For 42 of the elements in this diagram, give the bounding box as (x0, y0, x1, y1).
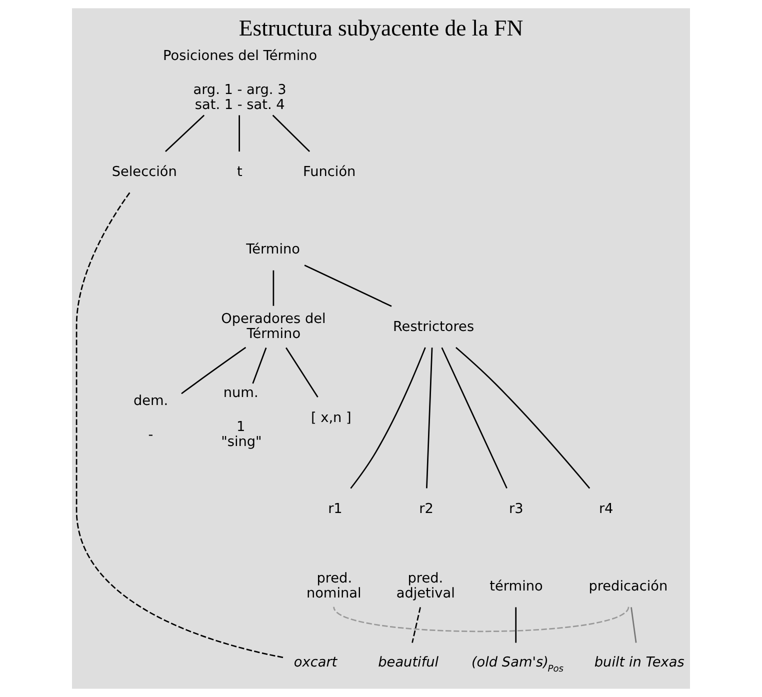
connector (456, 347, 590, 489)
node-text: Posiciones del Término arg. 1 - arg. 3 sat. 1 - sat. 4 (163, 48, 318, 114)
node-text: Operadores del Término (221, 311, 326, 342)
connector (412, 607, 421, 643)
connector (333, 606, 630, 632)
connector (286, 347, 318, 398)
node-text: r1 (328, 501, 342, 518)
node-text: Término (246, 242, 300, 258)
node-text: dem. (133, 392, 168, 409)
node-text: término (490, 578, 543, 594)
connector (350, 347, 426, 489)
node-text: t (237, 164, 242, 180)
node-label: 1 "sing" (221, 419, 262, 450)
connector (304, 264, 392, 307)
node-text: pred. nominal (306, 570, 362, 602)
connector (441, 347, 508, 489)
node-text: oxcart (294, 654, 338, 671)
node-text: pred. adjetival (396, 570, 455, 602)
node-text: r4 (598, 501, 614, 518)
node-text: Función (303, 164, 356, 180)
node-text: r2 (419, 501, 434, 518)
connector (426, 348, 433, 488)
connector (272, 270, 274, 306)
connector (181, 346, 246, 394)
node-text: built in Texas (594, 654, 684, 671)
node-text: num. (223, 384, 258, 401)
node-text: [ x,n ] (311, 410, 352, 426)
node-text: r3 (509, 501, 524, 518)
connector (76, 192, 285, 658)
connector (238, 115, 240, 152)
node-text: (old Sam's)$_{Pos}$ (471, 654, 564, 675)
diagram-title: Estructura subyacente de la FN (238, 16, 524, 41)
connector (272, 114, 310, 152)
connector (515, 607, 517, 643)
connector (165, 114, 205, 152)
connector (630, 607, 637, 643)
node-text: predicación (588, 578, 668, 594)
node-text: Restrictores (392, 318, 474, 335)
node-text: Selección (112, 164, 177, 180)
connector (252, 347, 267, 384)
node-label: - (148, 427, 154, 444)
node-text: beautiful (378, 654, 439, 671)
